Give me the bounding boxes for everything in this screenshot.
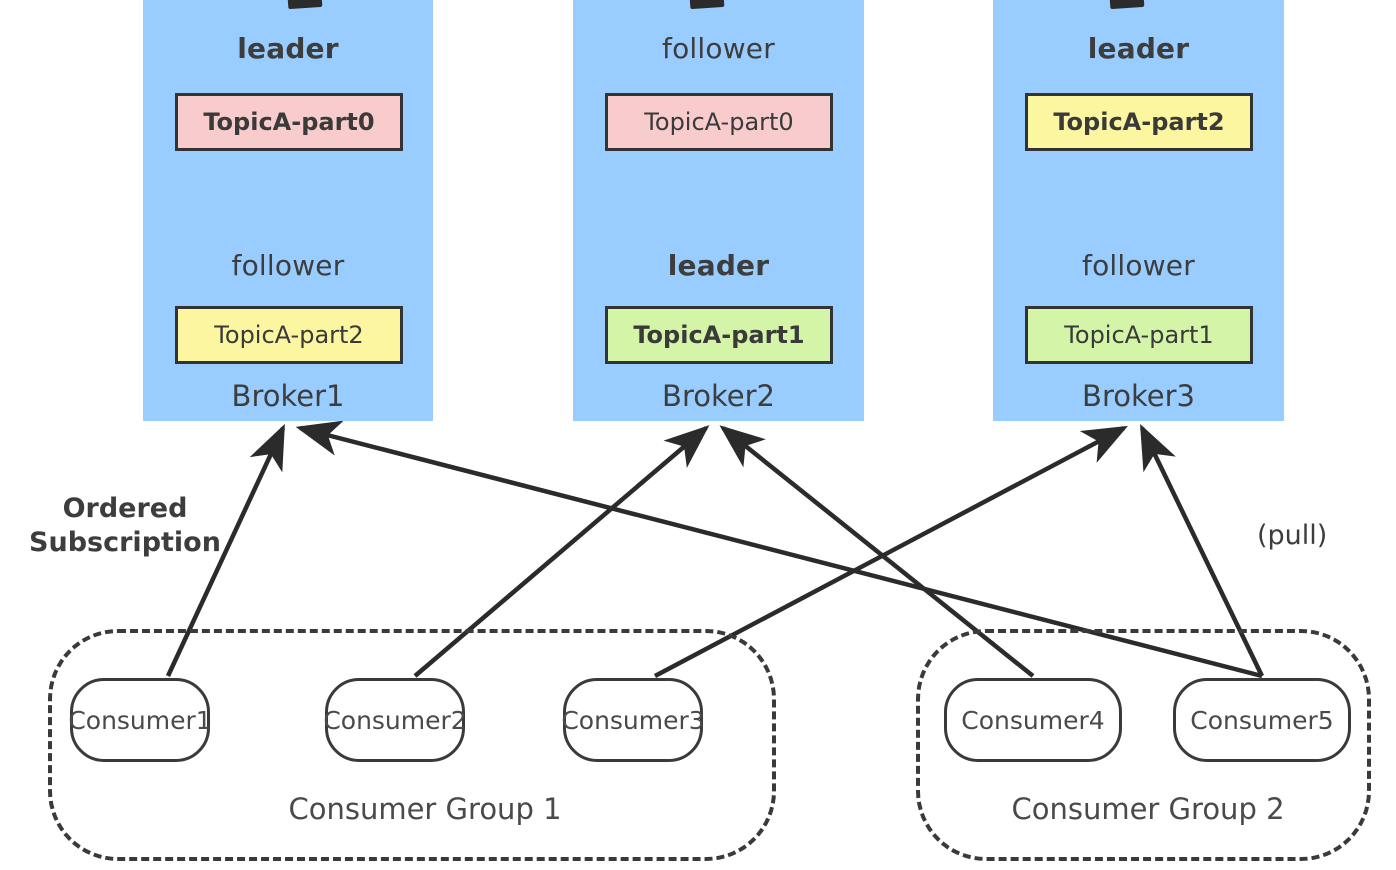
consumer-4[interactable]: Consumer4: [944, 678, 1122, 762]
consumer-5[interactable]: Consumer5: [1173, 678, 1351, 762]
pull-label: (pull): [1257, 520, 1328, 551]
consumer-group-1-label: Consumer Group 1: [288, 792, 562, 826]
consumer-2[interactable]: Consumer2: [323, 678, 467, 762]
broker-1-bottom-partition[interactable]: TopicA-part2: [175, 306, 403, 364]
broker-1-bottom-role: follower: [231, 249, 345, 282]
broker-3-bottom-partition[interactable]: TopicA-part1: [1025, 306, 1253, 364]
broker-2[interactable]: follower TopicA-part0 leader TopicA-part…: [573, 0, 864, 421]
broker-2-bottom-partition[interactable]: TopicA-part1: [605, 306, 833, 364]
broker-1-top-role: leader: [237, 32, 339, 65]
broker-2-name: Broker2: [662, 379, 775, 413]
broker-1[interactable]: leader TopicA-part0 follower TopicA-part…: [143, 0, 433, 421]
broker-3[interactable]: leader TopicA-part2 follower TopicA-part…: [993, 0, 1284, 421]
ordered-subscription-label: Ordered Subscription: [29, 493, 221, 558]
consumer-1[interactable]: Consumer1: [68, 678, 212, 762]
consumer-group-2-label: Consumer Group 2: [1011, 792, 1285, 826]
broker-3-name: Broker3: [1082, 379, 1195, 413]
broker-1-name: Broker1: [231, 379, 345, 413]
broker-1-top-partition[interactable]: TopicA-part0: [175, 93, 403, 151]
broker-2-top-partition[interactable]: TopicA-part0: [605, 93, 833, 151]
broker-3-top-role: leader: [1087, 32, 1190, 65]
broker-3-top-partition[interactable]: TopicA-part2: [1025, 93, 1253, 151]
consumer-3[interactable]: Consumer3: [561, 678, 705, 762]
broker-2-top-role: follower: [662, 32, 775, 65]
broker-2-bottom-role: leader: [667, 249, 770, 282]
broker-3-bottom-role: follower: [1082, 249, 1195, 282]
